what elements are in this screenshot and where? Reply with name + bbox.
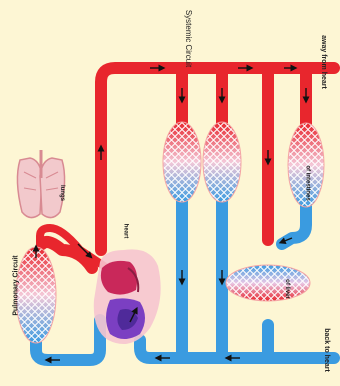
lungs-shape [17,150,64,218]
back-to-heart-label: back to heart [322,328,330,372]
hepatic-portal-vessel [282,205,306,244]
intestines-label: of intestines [305,165,311,200]
lungs-label: lungs [59,185,65,201]
systemic-circuit-label: Systemic Circuit [184,10,193,67]
vena-cava-vessel [140,340,334,358]
capillary-bed-liver [226,265,310,301]
away-from-heart-label: away from heart [319,35,327,89]
pulmonary-circuit-label: Pulmonary Circuit [13,255,20,315]
capillary-bed-1 [163,122,201,202]
heart-label: heart [122,224,128,239]
capillary-bed-2 [203,122,241,202]
heart-shape [94,249,161,344]
liver-label: of liver [284,279,290,299]
pulmonary-capillary-bed [16,247,56,343]
